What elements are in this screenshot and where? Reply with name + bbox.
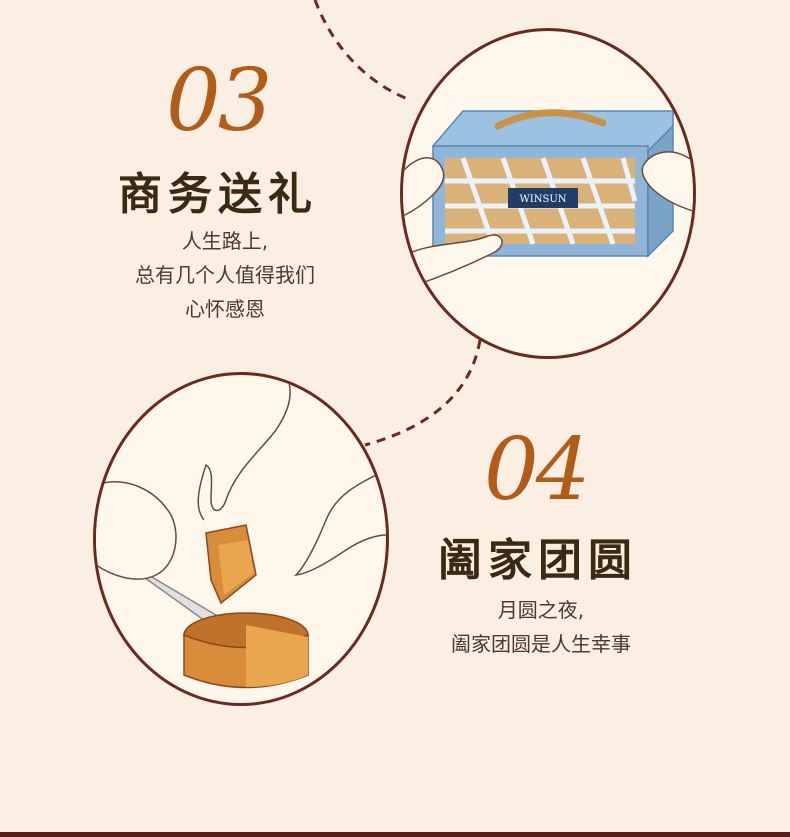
- description-line: 月圆之夜,: [497, 598, 585, 622]
- gift-box-illustration: WINSUN: [403, 109, 693, 287]
- box-brand-label: WINSUN: [519, 194, 566, 205]
- section-number-03: 03: [166, 51, 272, 151]
- bottom-divider: [0, 832, 790, 837]
- section-title-gift: 商务送礼: [118, 169, 318, 220]
- description-line: 人生路上,: [181, 229, 269, 253]
- description-line: 心怀感恩: [185, 297, 265, 321]
- section-description-gift: 人生路上, 总有几个人值得我们 心怀感恩: [90, 224, 360, 326]
- mooncake-cutting-illustration: [96, 375, 386, 689]
- section-number-04: 04: [484, 420, 590, 520]
- section-title-reunion: 阖家团圆: [438, 535, 638, 586]
- section-description-reunion: 月圆之夜, 阖家团圆是人生幸事: [416, 593, 666, 661]
- mooncake-image: [93, 372, 389, 706]
- gift-box-image: WINSUN: [400, 28, 696, 359]
- description-line: 阖家团圆是人生幸事: [451, 632, 631, 656]
- description-line: 总有几个人值得我们: [135, 263, 315, 287]
